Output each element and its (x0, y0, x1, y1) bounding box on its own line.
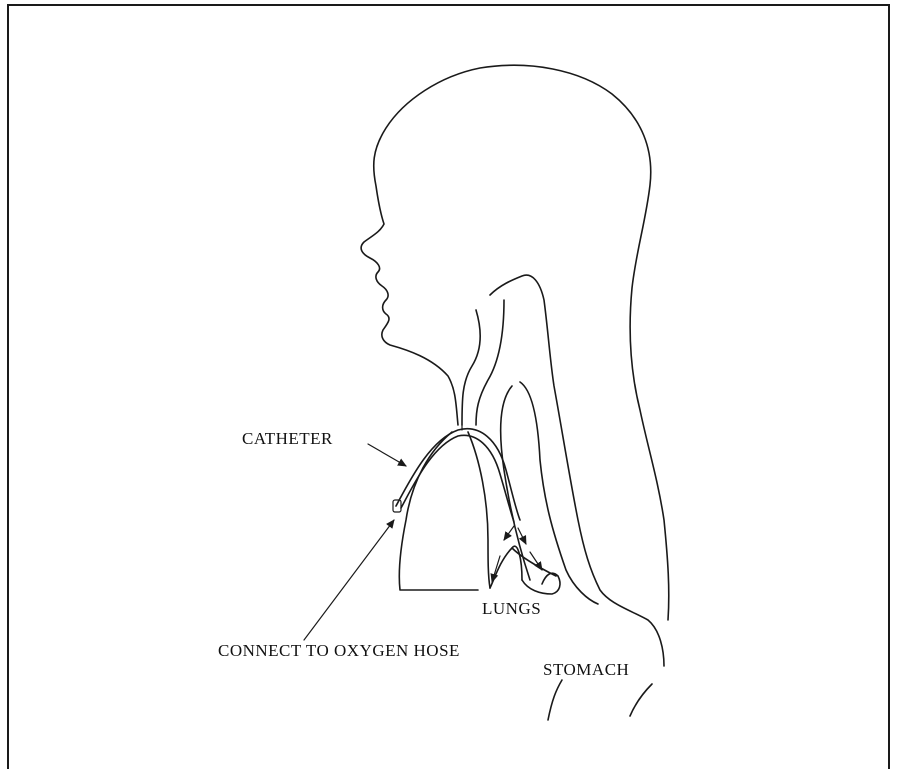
catheter-label: CATHETER (242, 430, 333, 447)
oxygen-leader-arrow (304, 520, 394, 640)
lower-body-left (548, 680, 562, 720)
stomach-label: STOMACH (543, 661, 629, 678)
lungs-label: LUNGS (482, 600, 541, 617)
flow-arrow-1 (504, 526, 514, 540)
lower-body-right (630, 684, 652, 716)
bronchus-tube-2 (522, 573, 560, 594)
head-outline (361, 65, 669, 620)
left-lung (399, 432, 478, 590)
connect-oxygen-label: CONNECT TO OXYGEN HOSE (218, 642, 460, 659)
right-bronchus-outer (468, 432, 490, 588)
catheter-leader-arrow (368, 444, 406, 466)
flow-arrow-4 (530, 552, 542, 570)
esophagus-right-wall (476, 300, 504, 425)
catheter-connector (393, 500, 401, 512)
